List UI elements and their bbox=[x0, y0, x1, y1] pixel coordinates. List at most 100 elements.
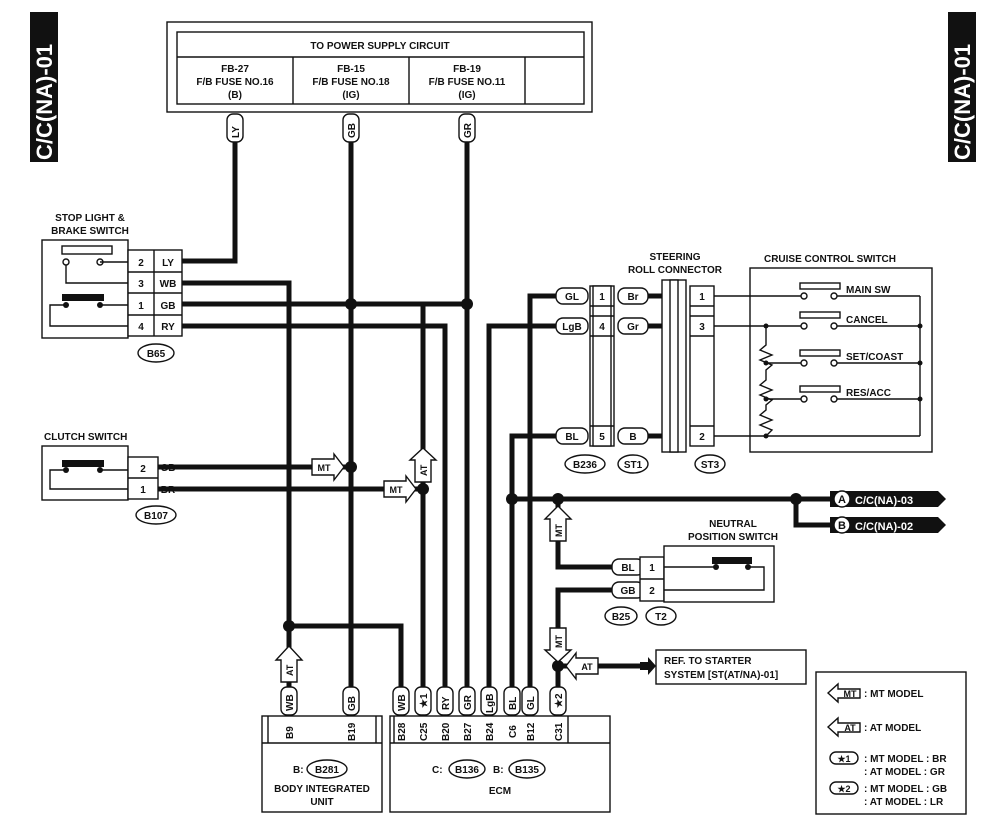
svg-text:AT: AT bbox=[285, 664, 295, 676]
svg-text:GB: GB bbox=[347, 123, 358, 138]
svg-text:2: 2 bbox=[140, 464, 146, 475]
svg-text:B:: B: bbox=[493, 765, 504, 776]
ecm-label: ECM bbox=[489, 786, 511, 797]
at-marker-vertical-2: AT bbox=[274, 644, 304, 683]
main-sw: MAIN SW bbox=[799, 282, 920, 300]
reference-a: A C/C(NA)-03 bbox=[830, 490, 946, 508]
connector-b281: B281 bbox=[315, 765, 339, 776]
svg-text:B9: B9 bbox=[285, 726, 296, 739]
svg-text:2: 2 bbox=[138, 258, 144, 269]
svg-text:2: 2 bbox=[699, 432, 705, 443]
svg-text:AT: AT bbox=[419, 464, 429, 476]
svg-text:BR: BR bbox=[161, 485, 176, 496]
neutral-position-switch: NEUTRAL POSITION SWITCH BL GB 1 2 B25 T2 bbox=[604, 519, 778, 626]
svg-text:LY: LY bbox=[162, 258, 174, 269]
at-marker-horizontal: AT bbox=[565, 650, 599, 682]
clutch-switch: CLUTCH SWITCH 2 GB 1 BR B107 bbox=[41, 432, 177, 525]
svg-text:3: 3 bbox=[699, 322, 705, 333]
svg-text:MT: MT bbox=[390, 485, 403, 495]
svg-text:: AT MODEL: : AT MODEL bbox=[864, 723, 921, 734]
connector-b136: B136 bbox=[455, 765, 479, 776]
svg-text:GR: GR bbox=[463, 122, 474, 138]
fuse1-line3: (B) bbox=[228, 90, 242, 101]
res-acc-sw: RES/ACC bbox=[766, 385, 920, 403]
svg-text:Br: Br bbox=[627, 292, 638, 303]
fuse1-line1: FB-27 bbox=[221, 64, 249, 75]
svg-text:WB: WB bbox=[160, 279, 177, 290]
svg-text:SYSTEM [ST(AT/NA)-01]: SYSTEM [ST(AT/NA)-01] bbox=[664, 670, 778, 681]
svg-text:NEUTRAL: NEUTRAL bbox=[709, 519, 757, 530]
ecm-terminals: WB B28 ★1 C25 RY B20 GR B27 LgB B24 BL C… bbox=[392, 686, 567, 741]
svg-text:REF. TO STARTER: REF. TO STARTER bbox=[664, 656, 752, 667]
svg-text:★1: ★1 bbox=[419, 693, 430, 708]
svg-text:C/C(NA)-02: C/C(NA)-02 bbox=[855, 521, 913, 533]
svg-text:UNIT: UNIT bbox=[310, 797, 333, 808]
legend: MT : MT MODEL AT : AT MODEL ★1 : MT MODE… bbox=[815, 671, 967, 815]
cruise-control-title: CRUISE CONTROL SWITCH bbox=[764, 254, 896, 265]
connector-b135: B135 bbox=[515, 765, 539, 776]
svg-text:B24: B24 bbox=[485, 722, 496, 741]
svg-text:C:: C: bbox=[432, 765, 443, 776]
stop-light-title-2: BRAKE SWITCH bbox=[51, 226, 129, 237]
svg-text:BODY INTEGRATED: BODY INTEGRATED bbox=[274, 784, 370, 795]
body-integrated-unit: WB GB B9 B19 B: B281 BODY INTEGRATED UNI… bbox=[261, 686, 383, 813]
svg-text:MT: MT bbox=[554, 524, 564, 537]
fuse2-line1: FB-15 bbox=[337, 64, 365, 75]
svg-text:B:: B: bbox=[293, 765, 304, 776]
svg-text:WB: WB bbox=[397, 694, 408, 711]
svg-text:★2: ★2 bbox=[837, 784, 850, 794]
power-wire-tags: LY GB GR bbox=[226, 113, 476, 143]
svg-text:: MT MODEL: : MT MODEL bbox=[864, 689, 923, 700]
mt-marker-vertical-3: MT bbox=[543, 505, 573, 542]
fuse2-line2: F/B FUSE NO.18 bbox=[312, 77, 390, 88]
svg-text:4: 4 bbox=[138, 322, 144, 333]
svg-text:★1: ★1 bbox=[837, 754, 850, 764]
steering-roll-connector: STEERING ROLL CONNECTOR GL LgB BL 1 4 5 … bbox=[555, 252, 726, 474]
svg-text:MT: MT bbox=[554, 635, 564, 648]
svg-text:SET/COAST: SET/COAST bbox=[846, 352, 903, 363]
cancel-sw: CANCEL bbox=[766, 311, 920, 330]
svg-text:GB: GB bbox=[161, 301, 176, 312]
svg-text:B19: B19 bbox=[347, 722, 358, 741]
svg-text:RES/ACC: RES/ACC bbox=[846, 388, 891, 399]
svg-text:Gr: Gr bbox=[627, 322, 639, 333]
svg-text:1: 1 bbox=[140, 485, 146, 496]
mt-marker-2: MT bbox=[383, 473, 417, 505]
svg-text:5: 5 bbox=[599, 432, 605, 443]
svg-text:RY: RY bbox=[441, 696, 452, 710]
stop-light-title-1: STOP LIGHT & bbox=[55, 213, 125, 224]
svg-text:B27: B27 bbox=[463, 722, 474, 741]
power-supply-box: TO POWER SUPPLY CIRCUIT FB-27 F/B FUSE N… bbox=[166, 21, 593, 113]
svg-text:LgB: LgB bbox=[485, 694, 496, 713]
svg-text:BL: BL bbox=[621, 563, 634, 574]
clutch-switch-title: CLUTCH SWITCH bbox=[44, 432, 127, 443]
svg-text:1: 1 bbox=[138, 301, 144, 312]
fuse2-line3: (IG) bbox=[342, 90, 359, 101]
at-marker-vertical-1: AT bbox=[408, 447, 438, 483]
side-tab-left: C/C(NA)-01 bbox=[30, 12, 58, 162]
connector-b107: B107 bbox=[144, 511, 168, 522]
svg-text:RY: RY bbox=[161, 322, 175, 333]
svg-text:C/C(NA)-01: C/C(NA)-01 bbox=[32, 44, 57, 160]
svg-text:: AT MODEL : LR: : AT MODEL : LR bbox=[864, 797, 944, 808]
junction-dots bbox=[283, 298, 802, 672]
ecm: WB B28 ★1 C25 RY B20 GR B27 LgB B24 BL C… bbox=[389, 686, 611, 813]
svg-text:ROLL CONNECTOR: ROLL CONNECTOR bbox=[628, 265, 723, 276]
svg-text:C6: C6 bbox=[508, 725, 519, 738]
svg-text:3: 3 bbox=[138, 279, 144, 290]
cruise-control-switch: CRUISE CONTROL SWITCH MAIN SW CANCEL bbox=[714, 254, 933, 453]
svg-text:CANCEL: CANCEL bbox=[846, 315, 888, 326]
svg-text:MT: MT bbox=[844, 689, 857, 699]
connector-b236: B236 bbox=[573, 460, 597, 471]
svg-text:POSITION SWITCH: POSITION SWITCH bbox=[688, 532, 778, 543]
mt-marker-vertical-4: MT bbox=[543, 627, 573, 663]
svg-text:GB: GB bbox=[621, 586, 636, 597]
svg-text:GB: GB bbox=[347, 696, 358, 711]
svg-text:B12: B12 bbox=[526, 722, 537, 741]
svg-text:C/C(NA)-01: C/C(NA)-01 bbox=[950, 44, 975, 160]
svg-text:A: A bbox=[838, 494, 846, 506]
svg-text:GR: GR bbox=[463, 694, 474, 710]
svg-text:MAIN SW: MAIN SW bbox=[846, 285, 891, 296]
svg-text:LgB: LgB bbox=[562, 322, 581, 333]
